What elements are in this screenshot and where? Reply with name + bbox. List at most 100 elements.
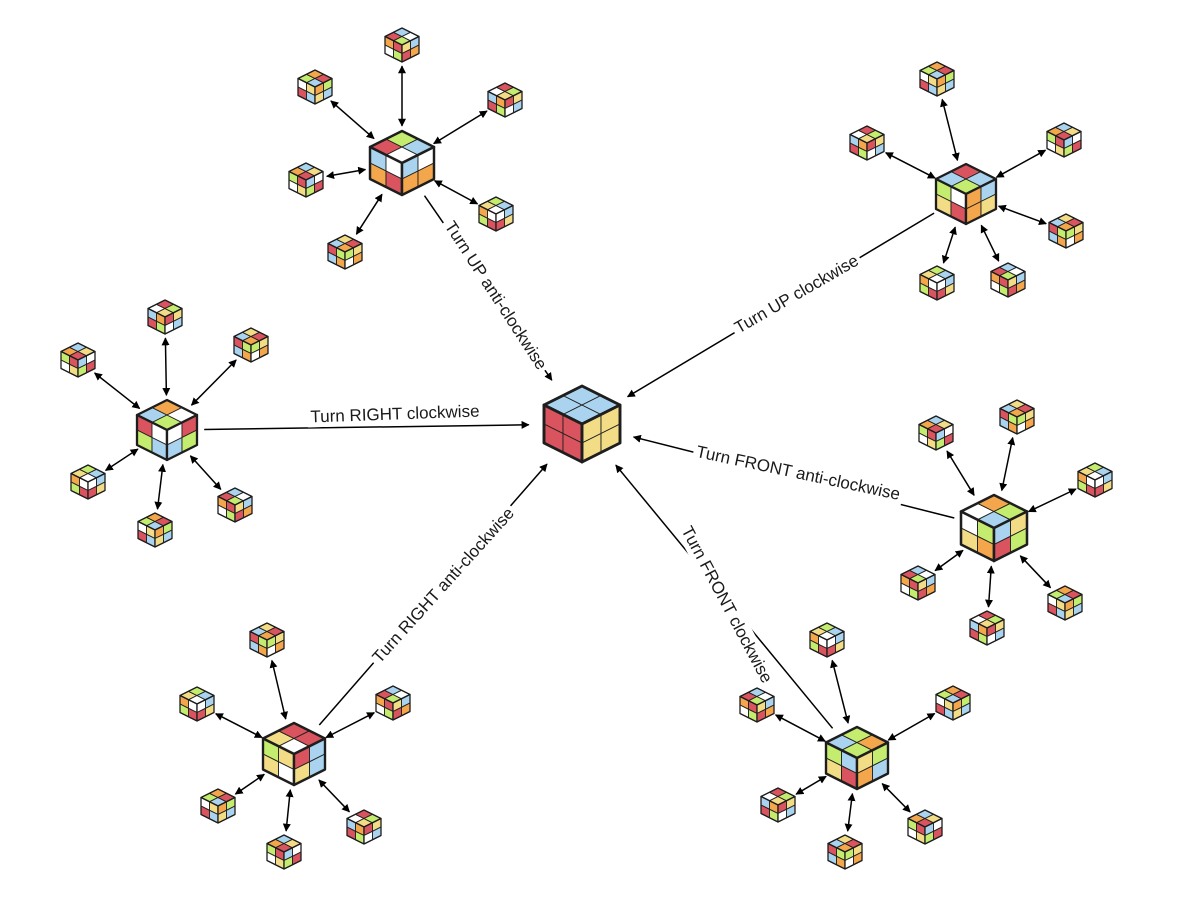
face-outline <box>580 403 622 464</box>
neighbor-cube <box>217 487 253 523</box>
front-face <box>918 423 937 451</box>
transition-arrow-right_cw <box>204 420 530 431</box>
right-face <box>305 170 324 198</box>
face-outline <box>250 335 269 363</box>
right-face <box>87 472 106 500</box>
face-outline <box>154 520 173 548</box>
neighbor-cube <box>297 69 333 105</box>
front-face <box>179 694 198 722</box>
neighbor-cube <box>907 809 943 845</box>
neighbor-cube <box>760 787 796 823</box>
edge-label-background <box>365 500 521 670</box>
neighbor-arrow <box>946 450 975 496</box>
neighbor-arrow <box>93 372 141 410</box>
right-face <box>866 133 885 161</box>
neighbor-arrow <box>940 98 960 162</box>
front-face <box>1077 470 1096 498</box>
face-outline <box>1064 593 1083 621</box>
edge-label-right_anti: Turn RIGHT anti-clockwise <box>369 504 518 667</box>
state-cube-up_cw <box>934 162 998 226</box>
right-face <box>917 573 936 601</box>
neighbor-arrow <box>941 226 957 264</box>
face-outline <box>952 693 971 721</box>
face-outline <box>196 694 215 722</box>
front-face <box>288 170 307 198</box>
front-face <box>147 307 166 335</box>
neighbor-cube <box>375 685 411 721</box>
face-outline <box>936 69 955 97</box>
face-outline <box>283 842 302 870</box>
front-face <box>478 204 497 232</box>
neighbor-cube <box>919 61 955 97</box>
neighbor-cube <box>969 610 1005 646</box>
neighbor-arrow <box>189 455 222 490</box>
right-face <box>855 741 890 791</box>
front-face <box>1046 130 1065 158</box>
right-face <box>777 795 796 823</box>
front-face <box>261 737 296 787</box>
right-face <box>401 35 420 63</box>
edge-label-front_anti: Turn FRONT anti-clockwise <box>695 442 902 504</box>
right-face <box>1064 593 1083 621</box>
neighbor-arrow <box>887 712 936 741</box>
neighbor-arrow <box>774 714 826 742</box>
neighbor-arrow <box>433 110 488 145</box>
right-face <box>935 423 954 451</box>
front-face <box>542 403 584 464</box>
neighbor-cube <box>990 262 1026 298</box>
state-cube-right_cw <box>135 398 199 462</box>
neighbor-arrow <box>330 100 375 140</box>
edge-label-background <box>307 400 483 428</box>
face-outline <box>917 573 936 601</box>
neighbor-arrow <box>355 193 383 235</box>
right-face <box>77 350 96 378</box>
face-outline <box>400 145 436 197</box>
right-face <box>756 695 775 723</box>
face-outline <box>292 737 327 787</box>
face-outline <box>777 795 796 823</box>
right-face <box>217 796 236 824</box>
face-outline <box>495 204 514 232</box>
neighbor-arrow <box>980 224 1000 262</box>
neighbor-cube <box>179 686 215 722</box>
state-cube-up_anti <box>368 129 436 197</box>
neighbor-arrow <box>844 792 856 832</box>
neighbor-cube <box>147 299 183 335</box>
neighbor-arrow <box>1019 555 1052 589</box>
edge-label-background <box>728 248 865 340</box>
neighbor-cube <box>1046 122 1082 158</box>
right-face <box>234 495 253 523</box>
right-face <box>844 842 863 870</box>
face-outline <box>363 817 382 845</box>
neighbor-arrow <box>234 773 265 795</box>
face-outline <box>504 90 523 118</box>
right-face <box>283 842 302 870</box>
face-outline <box>87 472 106 500</box>
face-outline <box>1063 130 1082 158</box>
neighbor-cube <box>384 27 420 63</box>
state-cube-front_anti <box>959 493 1029 563</box>
neighbor-cube <box>849 125 885 161</box>
front-face <box>200 796 219 824</box>
neighbor-arrow <box>154 463 167 510</box>
front-face <box>739 695 758 723</box>
right-face <box>400 145 436 197</box>
face-outline <box>924 817 943 845</box>
right-face <box>363 817 382 845</box>
neighbor-cube <box>233 327 269 363</box>
right-face <box>495 204 514 232</box>
right-face <box>936 69 955 97</box>
neighbor-arrow <box>161 337 171 396</box>
front-face <box>135 413 169 462</box>
neighbor-cube <box>827 834 863 870</box>
front-face <box>217 495 236 523</box>
center-cube <box>542 384 622 464</box>
neighbor-arrow <box>995 149 1047 178</box>
right-face <box>1007 270 1026 298</box>
neighbor-cube <box>70 464 106 500</box>
neighbor-cube <box>999 399 1035 435</box>
right-face <box>826 630 845 658</box>
top-face <box>1046 122 1082 141</box>
